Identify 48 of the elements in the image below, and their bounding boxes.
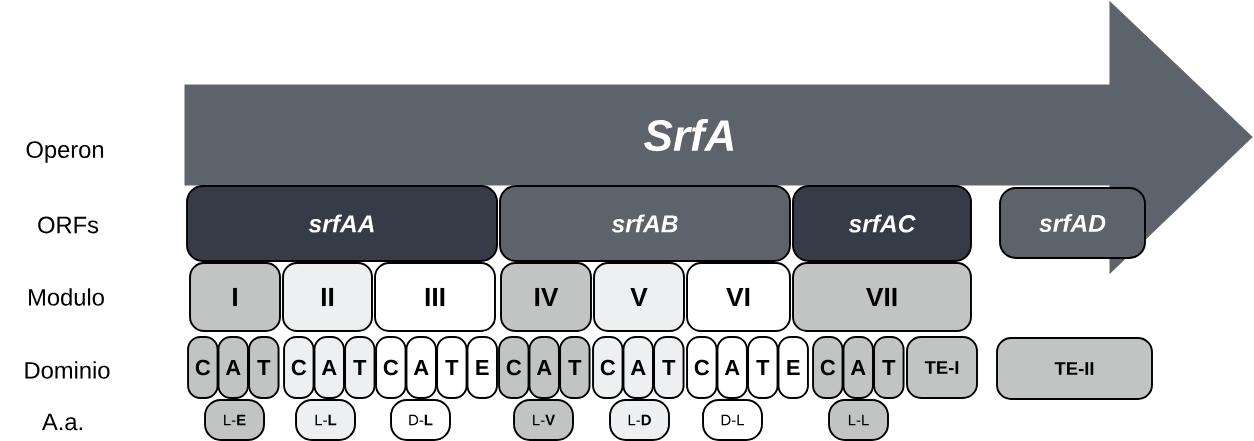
- amino-acid-box: L-L: [295, 399, 356, 441]
- domain-box: C: [375, 336, 407, 399]
- domain-box: E: [466, 336, 498, 399]
- domain-box: T: [344, 336, 376, 399]
- amino-acid-box: L-D: [609, 399, 670, 441]
- row-label: A.a.: [41, 413, 82, 431]
- row-label: ORFs: [38, 216, 99, 234]
- domain-box: C: [812, 336, 844, 399]
- domain-box: C: [283, 336, 315, 399]
- module-box: V: [593, 262, 685, 332]
- gene-box: srfAC: [792, 185, 972, 262]
- amino-acid-box: L-L: [828, 399, 889, 441]
- domain-box: T: [248, 336, 280, 399]
- domain-box: T: [873, 336, 905, 399]
- row-label: Dominio: [25, 361, 110, 379]
- amino-acid-box: L-V: [513, 399, 574, 441]
- module-box: VI: [686, 262, 791, 332]
- domain-box: A: [217, 336, 249, 399]
- module-box: VII: [792, 262, 972, 332]
- domain-box: T: [436, 336, 468, 399]
- module-box: I: [189, 262, 281, 332]
- domain-box: A: [622, 336, 654, 399]
- domain-box: C: [592, 336, 624, 399]
- gene-box: srfAA: [186, 185, 498, 262]
- amino-acid-box: L-E: [204, 399, 265, 441]
- domain-box: C: [187, 336, 219, 399]
- domain-box: E: [777, 336, 809, 399]
- domain-box: A: [313, 336, 345, 399]
- module-box: II: [282, 262, 373, 332]
- domain-box: A: [528, 336, 560, 399]
- amino-acid-box: D-L: [702, 399, 763, 441]
- module-box: IV: [500, 262, 592, 332]
- domain-box: TE-II: [996, 337, 1153, 400]
- amino-acid-box: D-L: [390, 399, 451, 441]
- row-label: Operon: [26, 141, 103, 163]
- domain-box: T: [653, 336, 685, 399]
- domain-box: T: [559, 336, 591, 399]
- domain-box: TE-I: [906, 336, 978, 399]
- domain-box: A: [842, 336, 874, 399]
- domain-box: A: [405, 336, 437, 399]
- domain-box: A: [716, 336, 748, 399]
- gene-box: srfAB: [499, 185, 791, 262]
- domain-box: C: [498, 336, 530, 399]
- domain-box: T: [747, 336, 779, 399]
- gene-box: srfAD: [999, 187, 1146, 259]
- domain-box: C: [686, 336, 718, 399]
- module-box: III: [374, 262, 496, 332]
- row-label: Modulo: [29, 288, 104, 306]
